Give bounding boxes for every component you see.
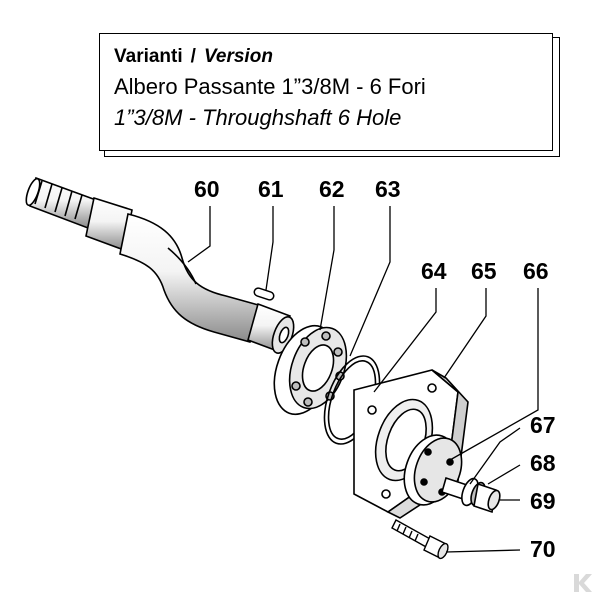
leader-lines: [187, 206, 539, 553]
part-number-63: 63: [375, 176, 401, 202]
part-number-64: 64: [421, 258, 447, 284]
variant-description-en: 1”3/8M - Throughshaft 6 Hole: [114, 105, 402, 130]
part-number-60: 60: [194, 176, 220, 202]
part-number-69: 69: [530, 488, 556, 514]
variant-label-en: Version: [203, 46, 273, 67]
variant-description-it: Albero Passante 1”3/8M - 6 Fori: [114, 74, 426, 99]
part-number-68: 68: [530, 450, 556, 476]
part-number-65: 65: [471, 258, 497, 284]
bearing-part-62: [273, 324, 348, 416]
title-box: Varianti / Version Albero Passante 1”3/8M …: [99, 33, 553, 151]
part-number-61: 61: [258, 176, 284, 202]
seal-parts-67-69: [441, 476, 501, 514]
part-number-62: 62: [319, 176, 345, 202]
variant-label-it: Varianti: [114, 46, 183, 67]
part-number-70: 70: [530, 536, 556, 562]
logo-mark: [574, 574, 592, 592]
shaft-part-60: [25, 176, 295, 354]
key-part-61: [253, 287, 275, 301]
screw-part-70: [391, 519, 449, 560]
variant-heading: Varianti / Version: [114, 43, 552, 71]
part-number-66: 66: [523, 258, 549, 284]
variant-separator: /: [190, 46, 196, 67]
part-number-67: 67: [530, 412, 556, 438]
